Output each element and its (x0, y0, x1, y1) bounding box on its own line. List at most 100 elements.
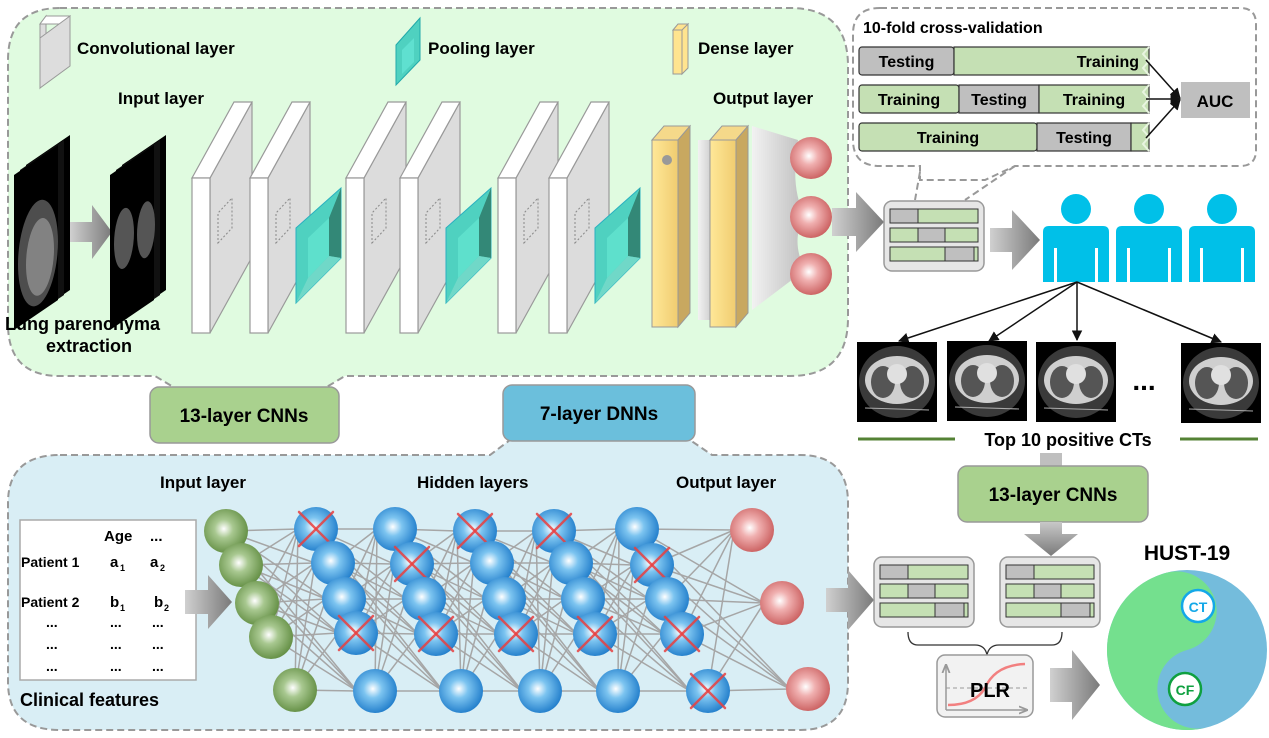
mini-cv-segment (1005, 564, 1035, 580)
model-name: HUST-19 (1144, 542, 1230, 565)
cf-tag (1167, 671, 1203, 707)
plr-box: PLR (936, 654, 1034, 718)
clinical-features-table: Age ... Patient 1 a 1 a 2 Patient 2 b 1 … (19, 519, 197, 681)
ct-image (1036, 342, 1116, 422)
mini-cv-segment (973, 246, 979, 262)
dnn-hidden-node (482, 577, 526, 621)
table-cell: a (150, 554, 159, 571)
table-ellipsis: ... (46, 658, 58, 674)
dense-layer-2 (709, 139, 737, 328)
cv-segment-label: Testing (971, 92, 1027, 109)
legend-dense-label: Dense layer (698, 39, 794, 58)
dnn-output-layer-label: Output layer (676, 473, 777, 492)
ct-tag-label: CT (1189, 599, 1208, 615)
cv-training-segment: Training (953, 46, 1150, 76)
legend-pool-label: Pooling layer (428, 39, 535, 58)
table-header-more: ... (150, 528, 163, 545)
mini-cv-segment (889, 227, 919, 243)
dropout-cross-icon (297, 510, 335, 548)
dropout-cross-icon (576, 615, 614, 653)
dnn-hidden-node (660, 612, 704, 656)
dnn-badge-label: 7-layer DNNs (540, 404, 658, 425)
table-cell-sub: 1 (120, 603, 125, 613)
mini-cv-segment (879, 602, 936, 618)
person-icon (1189, 194, 1255, 282)
conv-layer-icon (39, 15, 71, 89)
ct-caption: Top 10 positive CTs (984, 430, 1151, 450)
mini-cv-segment (944, 227, 979, 243)
cnn-input-layer-label: Input layer (118, 89, 204, 108)
cnn-badge: 13-layer CNNs (149, 386, 340, 444)
dnn-hidden-node (470, 541, 514, 585)
mini-cv-segment (1033, 564, 1095, 580)
combine-brace (907, 631, 1063, 656)
yin-yang-fusion: CT CF (1107, 570, 1267, 730)
cv-training-segment: Training (858, 84, 960, 114)
table-cell: b (154, 594, 163, 611)
conv-layers (190, 101, 641, 334)
dropout-cross-icon (689, 672, 727, 710)
dnn-input-node (273, 668, 317, 712)
dnn-input-node (219, 543, 263, 587)
pooling-layer (445, 186, 492, 305)
ct-cnn-badge: 13-layer CNNs (957, 465, 1149, 523)
dnn-input-node (204, 509, 248, 553)
extraction-label-2: extraction (46, 336, 132, 356)
conv-layer (344, 101, 408, 334)
dnn-input-layer-label: Input layer (160, 473, 246, 492)
cnn-output-node (790, 253, 832, 295)
mini-cv-segment (879, 564, 909, 580)
cv-segment-label: Training (1063, 92, 1125, 109)
flow-arrow-plr-to-model (1050, 650, 1100, 720)
top-ct-images (857, 341, 1261, 423)
table-ellipsis: ... (46, 636, 58, 652)
mini-cv-segment (944, 246, 975, 262)
dropout-cross-icon (497, 615, 535, 653)
dnn-hidden-node (311, 541, 355, 585)
cv-mini-icon (883, 200, 985, 272)
person-icon (1116, 194, 1182, 282)
cnn-badge-label: 13-layer CNNs (180, 406, 309, 427)
table-ellipsis: ... (110, 658, 122, 674)
mini-cv-segment (963, 602, 969, 618)
cnn-output-node (790, 137, 832, 179)
flow-arrow-cnn-down (1024, 522, 1078, 556)
mini-cv-segment (1005, 602, 1062, 618)
dropout-cross-icon (663, 615, 701, 653)
table-ellipsis: ... (152, 636, 164, 652)
pooling-layer (295, 186, 342, 305)
table-cell-sub: 1 (120, 563, 125, 573)
mini-cv-segment (907, 564, 969, 580)
connector-ct-to-cnn (1040, 453, 1062, 467)
flow-arrow-cv-to-people (990, 210, 1040, 270)
raw-ct-stack (14, 135, 70, 330)
dnn-hidden-node (596, 669, 640, 713)
dnn-input-node (249, 615, 293, 659)
dnn-connection (707, 529, 735, 692)
dnn-hidden-node (439, 669, 483, 713)
dropout-cross-icon (633, 546, 671, 584)
cnn-output-nodes (790, 137, 832, 295)
dnn-hidden-node (353, 669, 397, 713)
dnn-hidden-node (630, 543, 674, 587)
conv-layer (547, 101, 641, 334)
extraction-arrow (70, 205, 112, 259)
dnn-panel: Input layer Hidden layers Output layer A… (7, 439, 849, 731)
dnn-connection (636, 528, 765, 604)
mini-cv-segment (934, 583, 969, 599)
cv-training-segment: Training (858, 122, 1038, 152)
table-header-age: Age (104, 528, 132, 545)
ct-image (947, 341, 1027, 421)
legend-dense: Dense layer (671, 22, 794, 76)
table-ellipsis: ... (46, 614, 58, 630)
table-cell-sub: 2 (160, 563, 165, 573)
cv-title: 10-fold cross-validation (863, 20, 1043, 37)
dnn-hidden-node (494, 612, 538, 656)
pooling-layer (594, 186, 641, 305)
cv-segment-label: Training (1077, 54, 1139, 71)
lung-parenchyma-stack (110, 135, 166, 330)
